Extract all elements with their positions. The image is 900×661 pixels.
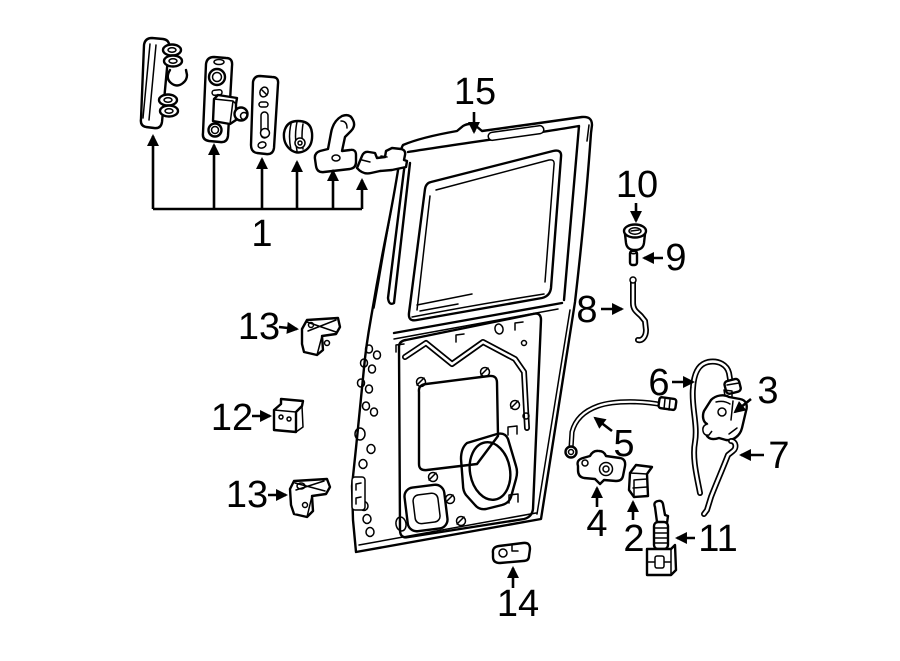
part-14-striker-bracket — [491, 541, 532, 565]
callout-label-4[interactable]: 4 — [586, 503, 607, 545]
part-group-1-window-hardware — [139, 36, 409, 175]
part-10-grommet — [622, 223, 648, 252]
spot-welds — [415, 366, 530, 527]
callout-13-lower: 13 — [226, 474, 288, 516]
callout-7: 7 — [739, 435, 790, 477]
callout-8: 8 — [576, 289, 624, 331]
callout-10: 10 — [616, 164, 658, 223]
callout-label-7[interactable]: 7 — [768, 435, 789, 477]
callout-label-13-lower[interactable]: 13 — [226, 474, 268, 516]
part-11-lock-cylinder — [645, 499, 678, 577]
corner-marks — [395, 321, 524, 504]
callout-label-11[interactable]: 11 — [698, 518, 737, 560]
part-4-actuator — [576, 449, 627, 486]
part-coil-clip — [282, 119, 314, 154]
part-hook-bracket — [313, 113, 358, 174]
callout-label-3[interactable]: 3 — [757, 370, 778, 412]
door-panel-illustration — [350, 115, 594, 554]
part-5-cable — [564, 396, 678, 459]
callout-14: 14 — [497, 566, 539, 625]
part-12-bracket — [272, 397, 305, 434]
part-3-latch — [701, 389, 748, 442]
part-2-bracket — [627, 463, 654, 499]
callout-label-8[interactable]: 8 — [576, 289, 597, 331]
door-outline — [350, 115, 594, 554]
callout-11: 11 — [675, 518, 738, 560]
callout-13-upper: 13 — [238, 306, 299, 348]
callout-label-10[interactable]: 10 — [616, 164, 658, 206]
part-7-rod — [701, 438, 739, 517]
callouts: 1 15 10 9 8 6 3 7 — [147, 71, 790, 625]
callout-6: 6 — [648, 362, 695, 404]
part-13-upper-hinge — [300, 316, 342, 357]
callout-5: 5 — [593, 416, 635, 465]
callout-9: 9 — [642, 237, 687, 279]
callout-label-12[interactable]: 12 — [211, 397, 253, 439]
part-8-rod — [629, 276, 649, 344]
part-9-pin — [628, 249, 639, 267]
callout-label-9[interactable]: 9 — [665, 237, 686, 279]
callout-12: 12 — [211, 397, 272, 439]
part-13-lower-hinge — [288, 477, 332, 519]
part-roller-bracket — [139, 36, 189, 130]
part-guide-plate — [249, 74, 280, 156]
callout-label-2[interactable]: 2 — [623, 518, 644, 560]
window-aperture — [407, 149, 563, 322]
part-small-bracket — [355, 146, 409, 175]
callout-label-14[interactable]: 14 — [497, 583, 539, 625]
callout-3: 3 — [733, 370, 779, 414]
callout-label-5[interactable]: 5 — [613, 423, 634, 465]
callout-label-15[interactable]: 15 — [454, 71, 496, 113]
callout-label-1[interactable]: 1 — [251, 213, 272, 255]
part-hinge-plate — [201, 55, 249, 144]
callout-label-6[interactable]: 6 — [648, 362, 669, 404]
callout-4: 4 — [586, 486, 608, 545]
callout-2: 2 — [623, 500, 645, 560]
callout-15: 15 — [454, 71, 496, 134]
callout-label-13-upper[interactable]: 13 — [238, 306, 280, 348]
callout-1: 1 — [147, 134, 368, 255]
